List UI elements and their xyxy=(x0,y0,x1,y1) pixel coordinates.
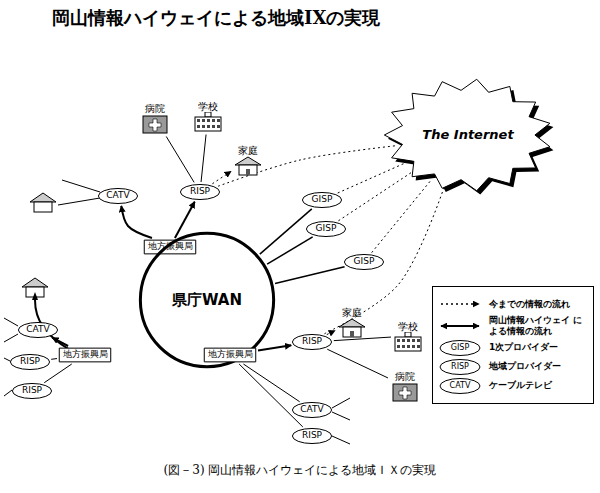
node-label: 家庭 xyxy=(238,145,258,156)
building-icon: 病院 xyxy=(140,102,170,135)
provider-ellipse: GISP xyxy=(306,221,346,237)
building-icon: 病院 xyxy=(390,370,420,403)
legend-text: 今までの情報の流れ xyxy=(489,299,589,310)
connector xyxy=(327,349,388,378)
legend-sample-label: RISP xyxy=(451,362,469,371)
node-label: 病院 xyxy=(395,371,415,382)
legend-text: ケーブルテレビ xyxy=(489,380,589,391)
provider-ellipse: RISP xyxy=(180,184,220,200)
legend-box: 今までの情報の流れ岡山情報ハイウェイ による情報の流れ GISP 1次プロバイダー R… xyxy=(432,286,594,404)
node-label: RISP xyxy=(190,187,210,197)
connector xyxy=(267,237,313,264)
building-icon: 家庭 xyxy=(233,144,263,177)
wan-ring: 県庁WAN xyxy=(139,232,275,368)
building-picture xyxy=(394,332,422,352)
legend-text: 岡山情報ハイウェイ による情報の流れ xyxy=(489,315,589,337)
node-label: GISP xyxy=(354,257,375,267)
node-label: 県庁WAN xyxy=(172,292,242,309)
legend-sample xyxy=(437,296,483,312)
legend-sample: GISP xyxy=(437,340,483,356)
connector xyxy=(334,337,391,341)
legend-sample-label: CATV xyxy=(450,381,471,390)
provider-ellipse: CATV xyxy=(18,322,58,338)
building-picture xyxy=(391,382,419,402)
node-label: 病院 xyxy=(145,103,165,114)
building-picture xyxy=(194,112,222,132)
legend-text: 1次プロバイダー xyxy=(489,342,589,353)
provider-ellipse: CATV xyxy=(98,188,138,204)
connector xyxy=(327,331,335,335)
provider-ellipse: GISP xyxy=(344,254,384,270)
arrow-head xyxy=(32,292,38,300)
connector xyxy=(258,345,291,350)
connector xyxy=(212,171,231,183)
legend-sample: CATV xyxy=(437,378,483,394)
provider-ellipse: RISP xyxy=(10,354,50,370)
node-label: RISP xyxy=(302,337,322,347)
legend-text: 地域プロバイダー xyxy=(489,361,589,372)
node-label: CATV xyxy=(300,405,323,415)
building-icon: 学校 xyxy=(193,100,223,133)
provider-ellipse: CATV xyxy=(292,402,332,418)
building-icon: 家庭 xyxy=(337,306,367,339)
title: 岡山情報ハイウェイによる地域IXの実現 xyxy=(52,6,380,30)
connector xyxy=(275,267,345,284)
caption: (図－3) 岡山情報ハイウェイによる地域ＩＸの実現 xyxy=(0,462,600,479)
provider-ellipse: RISP xyxy=(12,383,52,399)
office-box: 地方振興局 xyxy=(204,348,256,362)
node-label: GISP xyxy=(312,195,333,205)
connector xyxy=(121,206,152,238)
node-label: RISP xyxy=(302,431,322,441)
connector xyxy=(260,209,312,254)
building-picture xyxy=(338,318,366,338)
connector xyxy=(372,179,432,252)
building-picture xyxy=(234,156,262,176)
node-label: RISP xyxy=(20,357,40,367)
node-label: RISP xyxy=(22,386,42,396)
building-picture xyxy=(141,114,169,134)
internet-cloud: The Internet xyxy=(379,74,557,196)
legend-row: 岡山情報ハイウェイ による情報の流れ xyxy=(437,315,589,337)
connector xyxy=(166,137,194,183)
legend-sample: RISP xyxy=(437,359,483,375)
office-box: 地方振興局 xyxy=(144,240,196,254)
legend-symbol xyxy=(437,318,483,334)
connector xyxy=(338,162,407,193)
legend-sample-label: GISP xyxy=(451,343,469,352)
legend-symbol xyxy=(437,296,483,312)
node-label: 地方振興局 xyxy=(63,350,108,360)
provider-ellipse: RISP xyxy=(292,334,332,350)
node-label: 学校 xyxy=(398,321,418,332)
connector xyxy=(44,364,72,383)
legend-row: 今までの情報の流れ xyxy=(437,296,589,312)
node-label: The Internet xyxy=(422,128,513,142)
stray-lines xyxy=(4,180,350,444)
office-box: 地方振興局 xyxy=(59,348,111,362)
node-label: CATV xyxy=(106,191,129,201)
node-label: 地方振興局 xyxy=(208,350,253,360)
connector xyxy=(324,183,445,333)
connector xyxy=(201,135,206,183)
provider-ellipse: RISP xyxy=(292,428,332,444)
node-label: 学校 xyxy=(198,101,218,112)
connector xyxy=(239,364,303,427)
legend-sample xyxy=(437,318,483,334)
building-icon: 学校 xyxy=(393,320,423,353)
connector xyxy=(175,202,195,238)
node-label: 家庭 xyxy=(342,307,362,318)
legend-row: GISP 1次プロバイダー xyxy=(437,340,589,356)
connector xyxy=(52,338,68,346)
legend-row: RISP 地域プロバイダー xyxy=(437,359,589,375)
provider-ellipse: GISP xyxy=(302,192,342,208)
node-label: GISP xyxy=(316,224,337,234)
connector xyxy=(51,358,57,360)
node-label: CATV xyxy=(26,325,49,335)
legend-row: CATV ケーブルテレビ xyxy=(437,378,589,394)
house-icon xyxy=(30,193,56,212)
